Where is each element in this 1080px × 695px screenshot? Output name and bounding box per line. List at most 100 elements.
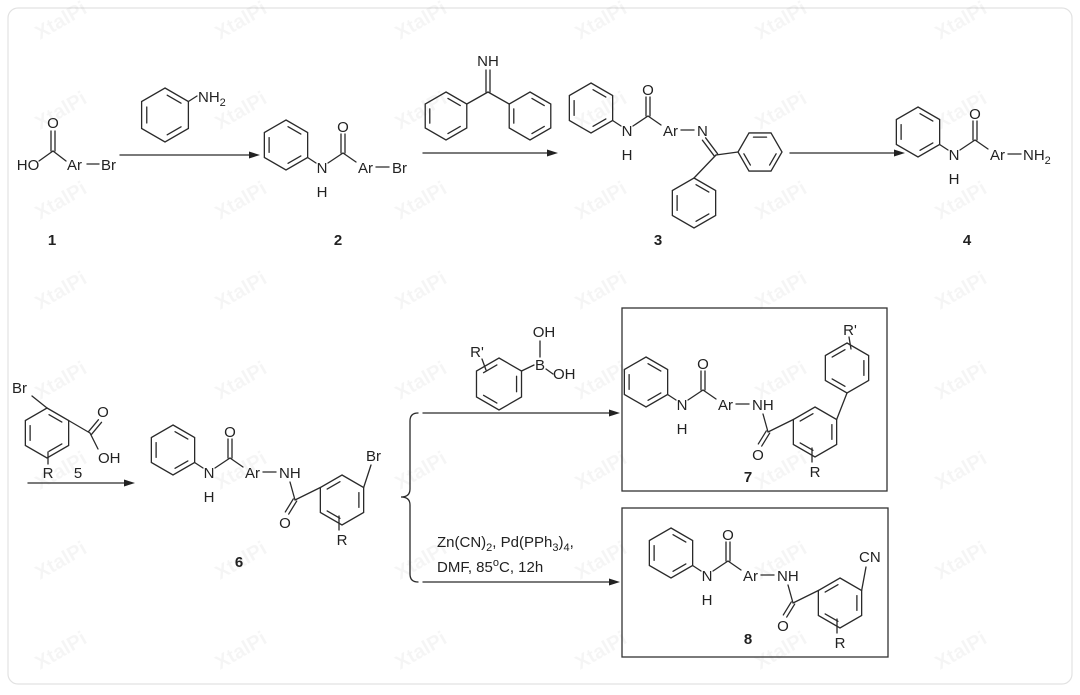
ring-outline [737, 132, 783, 172]
aryl-label: Ar [245, 465, 260, 482]
ring-outline [150, 424, 196, 476]
aromatic-inner-bond [647, 392, 662, 401]
bond [938, 143, 949, 151]
oxygen-label: O [642, 82, 654, 99]
aromatic-inner-bond [647, 363, 662, 372]
phenyl-ring [568, 82, 614, 134]
subscript: 2 [220, 97, 226, 109]
aryl-label: Ar [663, 123, 678, 140]
bond [702, 389, 717, 400]
subscript: 3 [552, 542, 558, 554]
aromatic-inner-bond [831, 349, 846, 358]
carbonyl-bond [288, 500, 298, 515]
bond [792, 589, 819, 604]
phenyl-ring [263, 119, 309, 171]
r-substituent-bond [848, 336, 852, 350]
aryl-label: Ar [358, 160, 373, 177]
text-part: NH [198, 89, 220, 106]
aromatic-inner-bond [166, 126, 182, 136]
carbonyl-bond [757, 430, 767, 445]
bond [466, 91, 489, 105]
superscript: o [493, 557, 499, 569]
aromatic-inner-bond [743, 153, 752, 166]
r-group-label: R [835, 635, 846, 652]
aromatic-inner-bond [447, 125, 461, 135]
aniline-nh2-label: NH2 [198, 89, 226, 109]
ring-outline [568, 82, 614, 134]
aromatic-inner-bond [799, 413, 814, 422]
imine-double-bond [701, 139, 716, 157]
ring-outline [623, 356, 669, 408]
aromatic-inner-bond [482, 364, 498, 374]
aromatic-inner-bond [672, 534, 687, 543]
bond [974, 139, 989, 150]
hydroxyl-label: OH [553, 366, 576, 383]
bond [787, 584, 794, 604]
bond [762, 413, 769, 433]
aromatic-inner-bond [824, 613, 839, 622]
aromatic-inner-bond [48, 414, 63, 423]
r-group-label: R [810, 464, 821, 481]
hydrogen-label: H [702, 592, 713, 609]
product-8-box [621, 507, 889, 658]
compound-number-7: 7 [744, 469, 752, 486]
compound-number-6: 6 [235, 554, 243, 571]
compound-number-5: 5 [74, 465, 82, 482]
subscript: 4 [563, 542, 569, 554]
r-group-label: R [337, 532, 348, 549]
text-part: , [570, 534, 574, 551]
aryl-label: Ar [718, 397, 733, 414]
r-group-label: R [43, 465, 54, 482]
aromatic-inner-bond [919, 113, 934, 122]
imine-nh-label: NH [477, 53, 499, 70]
arrowhead-icon [609, 409, 620, 417]
bond [38, 150, 54, 162]
compound-number-1: 1 [48, 232, 56, 249]
aryl-label: Ar [990, 147, 1005, 164]
amine-label: NH [279, 465, 301, 482]
oxygen-label: O [337, 119, 349, 136]
bond [193, 461, 204, 469]
bond [363, 464, 372, 489]
aromatic-inner-bond [695, 184, 710, 193]
bond [715, 151, 739, 156]
oxygen-label: O [752, 447, 764, 464]
compound-number-2: 2 [334, 232, 342, 249]
product-7-box [621, 307, 888, 492]
carbonyl-bond [90, 421, 103, 435]
diphenyl-lower-ring [671, 177, 717, 229]
bond [727, 560, 742, 571]
amine-label: NH [752, 397, 774, 414]
bond [67, 419, 91, 434]
arrowhead-icon [609, 578, 620, 586]
nitrogen-label: N [702, 568, 713, 585]
subscript: 2 [1045, 155, 1051, 167]
aromatic-inner-bond [174, 460, 189, 469]
ring-outline [263, 119, 309, 171]
nitrogen-label: N [677, 397, 688, 414]
bond [229, 457, 244, 468]
carbonyl-bond [87, 419, 100, 433]
text-part: , Pd(PPh [492, 534, 552, 551]
bond [520, 364, 535, 372]
bond [647, 115, 662, 126]
bond [691, 564, 702, 572]
imine-double-bond [704, 137, 719, 155]
text-part: NH [1023, 147, 1045, 164]
bond [712, 560, 729, 572]
bond [89, 432, 99, 450]
bond [342, 152, 357, 163]
aryl-label: Ar [67, 157, 82, 174]
aromatic-inner-bond [326, 510, 341, 519]
bond [632, 115, 649, 127]
carbonyl-bond [786, 603, 796, 618]
bond [306, 156, 317, 164]
bromine-label: Br [101, 157, 116, 174]
bromine-label: Br [392, 160, 407, 177]
aromatic-inner-bond [695, 213, 710, 222]
bond [693, 154, 717, 179]
compound-number-8: 8 [744, 631, 752, 648]
oxygen-label: O [697, 356, 709, 373]
hydrogen-label: H [949, 171, 960, 188]
